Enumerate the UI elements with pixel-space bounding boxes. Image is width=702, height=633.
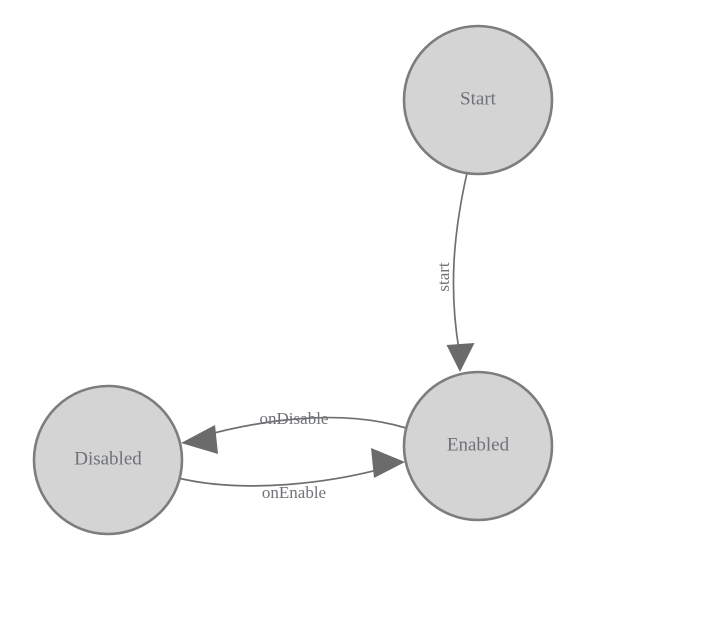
node-disabled-circle <box>32 384 184 536</box>
node-disabled-label: Disabled <box>74 448 142 469</box>
node-enabled-circle <box>402 370 554 522</box>
edge-start-enabled[interactable] <box>446 172 475 372</box>
edge-enabled-disabled[interactable] <box>181 416 407 454</box>
node-enabled-label: Enabled <box>447 434 510 455</box>
node-start-circle <box>402 24 554 176</box>
edge-start-enabled-arrowhead <box>446 343 475 372</box>
node-start[interactable]: Start <box>402 24 554 176</box>
node-start-label: Start <box>460 88 497 109</box>
edge-start-enabled-path <box>452 172 468 351</box>
edge-disabled-enabled[interactable] <box>177 448 405 487</box>
edge-label-on-enable: onEnable <box>262 483 326 502</box>
node-enabled[interactable]: Enabled <box>402 370 554 522</box>
edge-label-start: start <box>434 262 453 292</box>
node-disabled[interactable]: Disabled <box>32 384 184 536</box>
edge-disabled-enabled-path <box>177 467 386 487</box>
edge-disabled-enabled-arrowhead <box>371 448 405 478</box>
edge-enabled-disabled-arrowhead <box>181 425 218 454</box>
edge-label-on-disable: onDisable <box>260 409 329 428</box>
edge-enabled-disabled-path <box>198 416 407 438</box>
